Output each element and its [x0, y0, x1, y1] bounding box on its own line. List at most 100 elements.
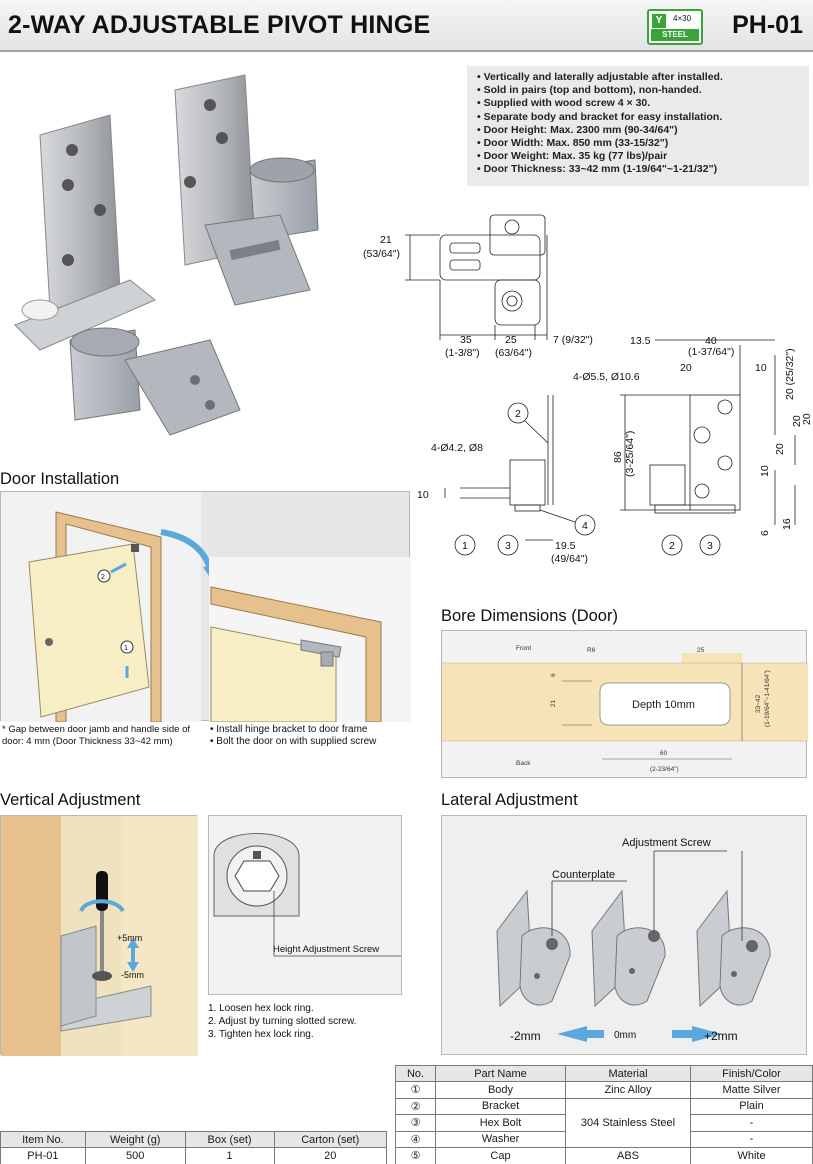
parts-table-header: No. Part Name Material Finish/Color	[395, 1065, 813, 1082]
step-2-label: 2	[101, 574, 105, 581]
dim-front-10b: 10	[759, 465, 771, 477]
cell-part-name: Bracket	[435, 1097, 566, 1115]
lateral-plus-label: +2mm	[704, 1029, 738, 1043]
feature-item: Vertically and laterally adjustable afte…	[477, 71, 799, 84]
bore-dim-thickness: 33~42	[755, 694, 762, 713]
badge-material: STEEL	[651, 29, 699, 41]
bore-radius: R6	[587, 647, 596, 654]
parts-table: No. Part Name Material Finish/Color ① Bo…	[395, 1065, 813, 1164]
vertical-panel-main: +5mm -5mm	[0, 815, 198, 1056]
cell-part-name: Washer	[435, 1130, 566, 1148]
door-installation-illustration: 2 1	[1, 492, 411, 723]
cell-item-no: PH-01	[0, 1147, 86, 1164]
callout-1: 1	[462, 540, 468, 552]
brand-logo-icon: Y	[652, 14, 666, 28]
bore-dim-25: 25	[697, 647, 705, 654]
cell-finish: -	[690, 1130, 813, 1148]
table-row: ① Body Zinc Alloy Matte Silver	[395, 1081, 813, 1099]
feature-item: Sold in pairs (top and bottom), non-hand…	[477, 84, 799, 97]
vertical-step-3: 3. Tighten hex lock ring.	[208, 1029, 314, 1040]
dim-35: 35	[460, 334, 472, 346]
table-row: ② Bracket 304 Stainless Steel Plain	[395, 1097, 813, 1148]
table-row: ④ Washer -	[395, 1130, 813, 1148]
door-installation-panel: 2 1	[0, 491, 411, 723]
height-screw-detail: Height Adjustment Screw	[213, 833, 401, 957]
bore-dim-6: 6	[550, 673, 557, 677]
cell-material: 304 Stainless Steel	[565, 1097, 691, 1148]
bore-panel: Front Back Depth 10mm R6 25 6 21 60 (2-2…	[441, 630, 808, 778]
dim-25: 25	[505, 334, 517, 346]
vertical-minus-label: -5mm	[121, 970, 144, 980]
lateral-title: Lateral Adjustment	[441, 791, 578, 809]
cell-no: ②	[395, 1097, 436, 1115]
cell-part-name: Hex Bolt	[435, 1114, 566, 1132]
model-number: PH-01	[732, 11, 803, 39]
dim-21: 21	[380, 234, 392, 246]
step-1-label: 1	[124, 645, 128, 652]
feature-item: Door Thickness: 33~42 mm (1-19/64"~1-21/…	[477, 163, 799, 176]
steel-screw-badge: Y 4×30 STEEL	[647, 9, 703, 45]
bore-back-label: Back	[516, 760, 531, 767]
bore-dim-60-inch: (2-23/64")	[650, 766, 679, 773]
vertical-step-2: 2. Adjust by turning slotted screw.	[208, 1016, 357, 1027]
feature-item: Separate body and bracket for easy insta…	[477, 111, 799, 124]
cell-material: Zinc Alloy	[565, 1081, 691, 1099]
col-weight: Weight (g)	[84, 1131, 186, 1148]
col-finish: Finish/Color	[690, 1065, 813, 1082]
adjustment-screw-label: Adjustment Screw	[622, 837, 711, 849]
dim-6: 6	[759, 530, 771, 536]
product-photo	[14, 74, 319, 436]
vertical-panel-detail: Height Adjustment Screw	[208, 815, 402, 995]
cell-no: ⑤	[395, 1147, 436, 1164]
bore-diagram: Front Back Depth 10mm R6 25 6 21 60 (2-2…	[442, 645, 808, 773]
callout-4: 4	[582, 520, 588, 532]
bore-title: Bore Dimensions (Door)	[441, 607, 618, 625]
cell-box: 1	[184, 1147, 275, 1164]
col-material: Material	[565, 1065, 691, 1082]
feature-item: Door Weight: Max. 35 kg (77 lbs)/pair	[477, 150, 799, 163]
feature-item: Door Height: Max. 2300 mm (90-34/64")	[477, 124, 799, 137]
spec-table: Item No. Weight (g) Box (set) Carton (se…	[0, 1131, 387, 1164]
badge-screw-size: 4×30	[673, 14, 692, 23]
cell-finish: -	[690, 1114, 813, 1132]
technical-drawing: 21 (53/64") 35 (1-3/8") 25 (63/64") 7 (9…	[363, 214, 813, 565]
cell-no: ③	[395, 1114, 436, 1132]
bore-dim-thickness-inch: (1-19/64"~1-41/64")	[764, 670, 771, 727]
dim-front-10a: 10	[755, 362, 767, 374]
install-note-2: • Bolt the door on with supplied screw	[210, 736, 377, 747]
bore-front-label: Front	[516, 645, 531, 652]
dim-side-holes: 4-Ø4.2, Ø8	[431, 442, 483, 454]
table-row: PH-01 500 1 20	[0, 1147, 387, 1164]
feature-item: Door Width: Max. 850 mm (33-15/32")	[477, 137, 799, 150]
cell-carton: 20	[273, 1147, 387, 1164]
height-screw-label: Height Adjustment Screw	[273, 944, 379, 955]
dim-25-inch: (63/64")	[495, 347, 532, 359]
cell-material: ABS	[565, 1147, 691, 1164]
dim-side-10: 10	[417, 489, 429, 501]
dim-7: 7 (9/32")	[553, 334, 593, 346]
cell-part-name: Body	[435, 1081, 566, 1099]
col-part-name: Part Name	[435, 1065, 566, 1082]
vertical-title: Vertical Adjustment	[0, 791, 141, 809]
col-item-no: Item No.	[0, 1131, 86, 1148]
spec-table-header: Item No. Weight (g) Box (set) Carton (se…	[0, 1131, 387, 1148]
cell-weight: 500	[84, 1147, 186, 1164]
cell-part-name: Cap	[435, 1147, 566, 1164]
vertical-plus-label: +5mm	[117, 933, 142, 943]
lateral-panel: Adjustment Screw Counterplate -2mm 0mm +…	[441, 815, 807, 1055]
vertical-step-1: 1. Loosen hex lock ring.	[208, 1003, 314, 1014]
dim-86-inch: (3-25/64")	[624, 431, 636, 477]
dim-front-20a: 20	[680, 362, 692, 374]
col-box: Box (set)	[184, 1131, 275, 1148]
door-installation-title: Door Installation	[0, 470, 120, 488]
dim-front-20c: 20	[774, 443, 786, 455]
page-header: 2-WAY ADJUSTABLE PIVOT HINGE Y 4×30 STEE…	[0, 0, 813, 52]
lateral-adjust-illustration: Adjustment Screw Counterplate -2mm 0mm +…	[496, 837, 771, 1043]
lateral-center-label: 0mm	[614, 1030, 636, 1041]
dim-35-inch: (1-3/8")	[445, 347, 480, 359]
cell-no: ④	[395, 1130, 436, 1148]
dim-40: 40	[705, 335, 717, 347]
page-title: 2-WAY ADJUSTABLE PIVOT HINGE	[8, 11, 431, 39]
dim-21-inch: (53/64")	[363, 248, 400, 260]
dim-front-holes: 4-Ø5.5, Ø10.6	[573, 371, 640, 383]
